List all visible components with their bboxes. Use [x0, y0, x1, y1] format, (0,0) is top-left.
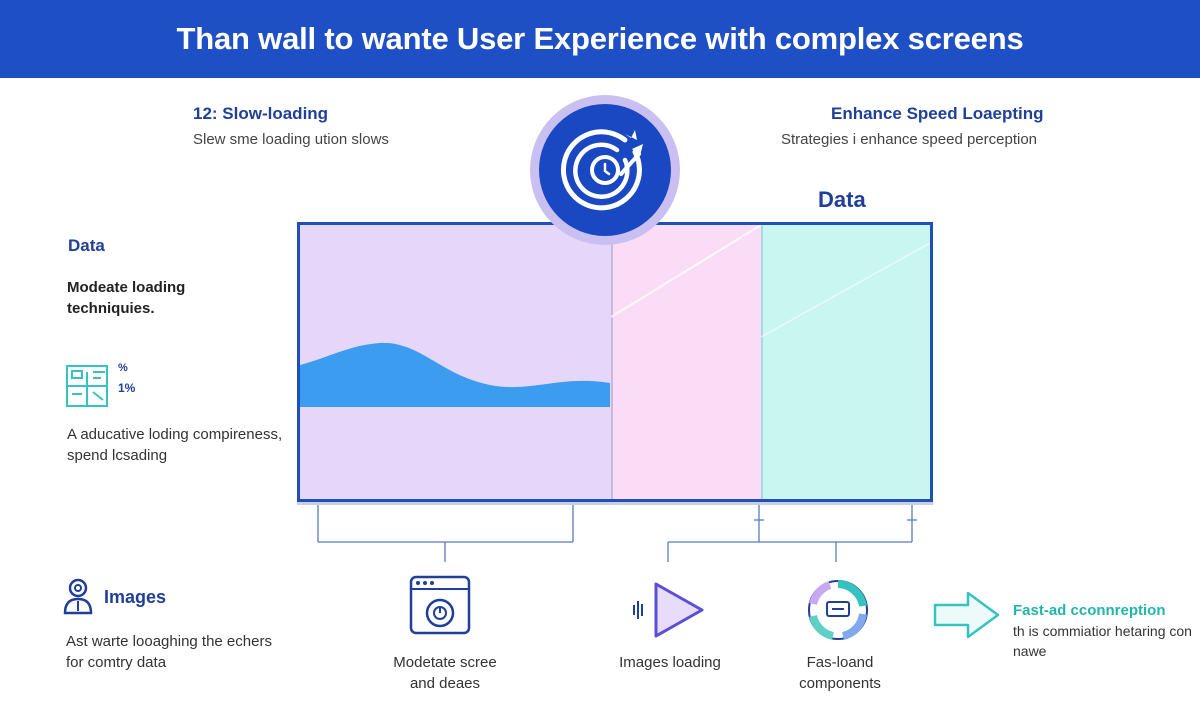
data-label-right: Data — [818, 187, 866, 212]
arrow-right-icon — [933, 591, 1000, 639]
loading-panel — [297, 222, 933, 502]
speed-clock-icon — [560, 129, 643, 211]
chart-grid-icon — [66, 365, 108, 407]
user-icon — [63, 578, 93, 615]
audio-bars-icon — [633, 601, 643, 619]
images-loading-caption: Images loading — [619, 654, 721, 671]
browser-window-icon — [409, 575, 471, 635]
fast-perception-title: Fast-ad cconnreption — [1013, 602, 1166, 619]
play-icon — [654, 582, 704, 638]
page-title: Than wall to wante User Experience with … — [176, 21, 1024, 56]
fast-components-caption: Fas-loand components — [799, 654, 881, 692]
panel-wave — [300, 225, 930, 407]
images-subtitle: Ast warte looaghing the echers for comtr… — [66, 633, 272, 671]
percent-symbol: % — [118, 362, 128, 374]
header-banner: Than wall to wante User Experience with … — [0, 0, 1200, 78]
component-ring-icon — [808, 580, 868, 640]
slow-loading-title: 12: Slow-loading — [193, 104, 329, 123]
panel-segment-teal — [761, 225, 930, 499]
enhance-speed-subtitle: Strategies i enhance speed perception — [781, 131, 1038, 148]
data-label-left: Data — [68, 236, 105, 255]
adaptive-loading-text: A aducative loding compireness, spend lc… — [67, 426, 283, 464]
moderate-screens-caption: Modetate scree and deaes — [393, 654, 497, 692]
fast-perception-subtitle: th is commiatior hetaring con nawe — [1013, 623, 1192, 659]
images-title: Images — [104, 587, 167, 607]
moderate-loading-text: Modeate loading techniquies. — [67, 279, 186, 317]
percent-value: 1% — [118, 381, 136, 395]
slow-loading-subtitle: Slew sme loading ution slows — [193, 131, 389, 148]
enhance-speed-title: Enhance Speed Loaepting — [831, 104, 1044, 123]
